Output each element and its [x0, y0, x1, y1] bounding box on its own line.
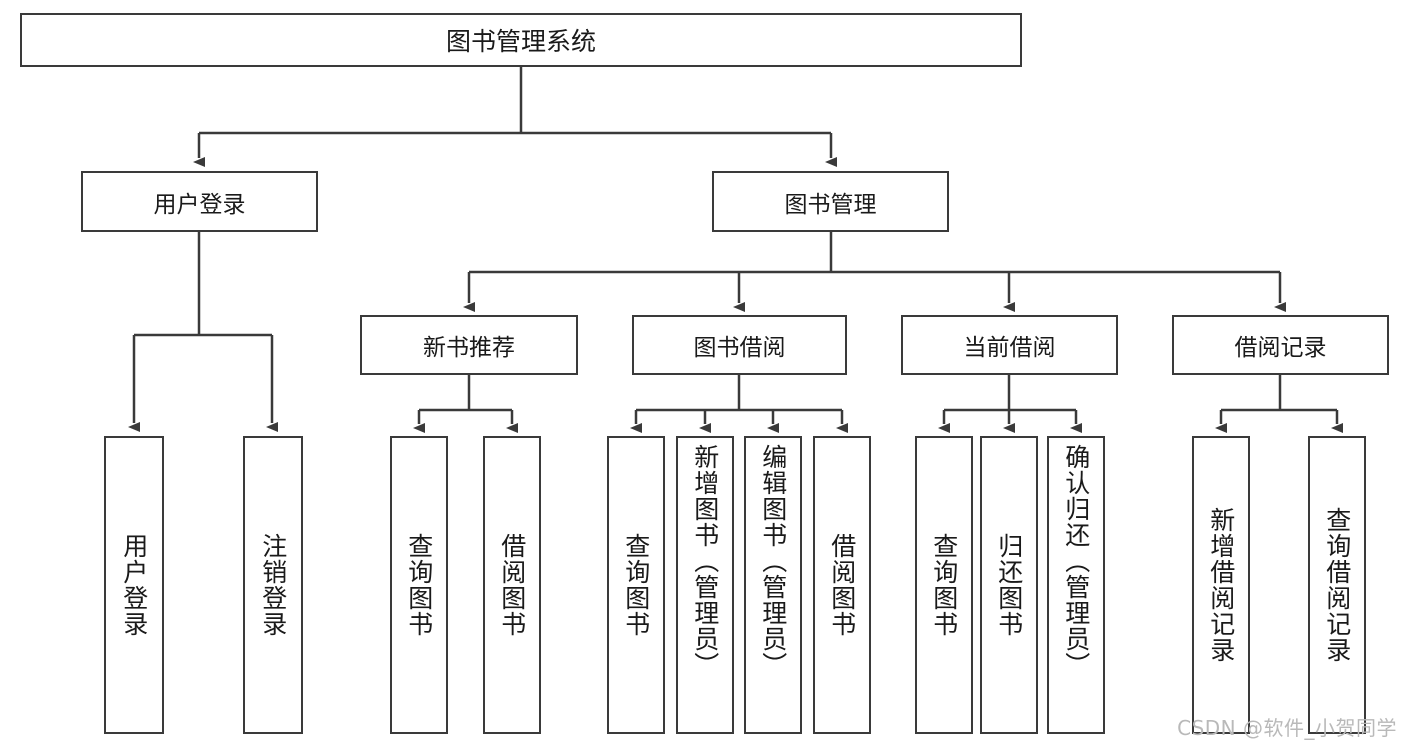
node-new-book-recommend[interactable]: 新书推荐 — [360, 315, 578, 375]
node-user-login-label: 用户登录 — [153, 191, 246, 218]
node-root-label: 图书管理系统 — [445, 27, 596, 56]
node-leaf-add-borrow-record-label: 新增借阅记录 — [1206, 507, 1236, 663]
node-leaf-confirm-return-admin[interactable]: 确认归还（管理员） — [1047, 436, 1105, 734]
node-book-borrow-label: 图书借阅 — [693, 335, 786, 361]
watermark-text: CSDN @软件_小贺同学 — [1177, 716, 1397, 740]
node-leaf-query-borrow-record[interactable]: 查询借阅记录 — [1308, 436, 1366, 734]
node-leaf-borrow-books-label: 借阅图书 — [827, 533, 857, 637]
node-user-login[interactable]: 用户登录 — [81, 171, 318, 232]
node-leaf-add-borrow-record[interactable]: 新增借阅记录 — [1192, 436, 1250, 734]
node-leaf-user-login[interactable]: 用户登录 — [104, 436, 164, 734]
node-leaf-add-book-admin-label: 新增图书（管理员） — [690, 444, 720, 678]
node-leaf-borrow-books-recommend-label: 借阅图书 — [497, 533, 527, 637]
node-new-book-recommend-label: 新书推荐 — [423, 335, 515, 361]
node-leaf-borrow-books[interactable]: 借阅图书 — [813, 436, 871, 734]
node-book-management[interactable]: 图书管理 — [712, 171, 949, 232]
node-borrow-record[interactable]: 借阅记录 — [1172, 315, 1389, 375]
node-leaf-add-book-admin[interactable]: 新增图书（管理员） — [676, 436, 734, 734]
node-root[interactable]: 图书管理系统 — [20, 13, 1022, 67]
node-leaf-query-books-recommend-label: 查询图书 — [404, 533, 434, 637]
node-leaf-return-books[interactable]: 归还图书 — [980, 436, 1038, 734]
node-leaf-user-login-label: 用户登录 — [119, 533, 149, 637]
node-leaf-query-books-current[interactable]: 查询图书 — [915, 436, 973, 734]
node-leaf-edit-book-admin-label: 编辑图书（管理员） — [758, 444, 788, 678]
node-leaf-query-books-recommend[interactable]: 查询图书 — [390, 436, 448, 734]
node-leaf-query-books-borrow-label: 查询图书 — [621, 533, 651, 637]
node-leaf-logout-label: 注销登录 — [258, 533, 288, 637]
node-leaf-confirm-return-admin-label: 确认归还（管理员） — [1061, 444, 1091, 678]
node-current-borrow-label: 当前借阅 — [963, 335, 1056, 361]
node-leaf-edit-book-admin[interactable]: 编辑图书（管理员） — [744, 436, 802, 734]
node-leaf-query-books-current-label: 查询图书 — [929, 533, 959, 637]
node-leaf-query-books-borrow[interactable]: 查询图书 — [607, 436, 665, 734]
node-book-management-label: 图书管理 — [784, 191, 877, 218]
node-leaf-borrow-books-recommend[interactable]: 借阅图书 — [483, 436, 541, 734]
node-leaf-return-books-label: 归还图书 — [994, 533, 1024, 637]
node-leaf-logout[interactable]: 注销登录 — [243, 436, 303, 734]
node-leaf-query-borrow-record-label: 查询借阅记录 — [1322, 507, 1352, 663]
node-borrow-record-label: 借阅记录 — [1234, 335, 1327, 361]
node-current-borrow[interactable]: 当前借阅 — [901, 315, 1118, 375]
node-book-borrow[interactable]: 图书借阅 — [632, 315, 847, 375]
